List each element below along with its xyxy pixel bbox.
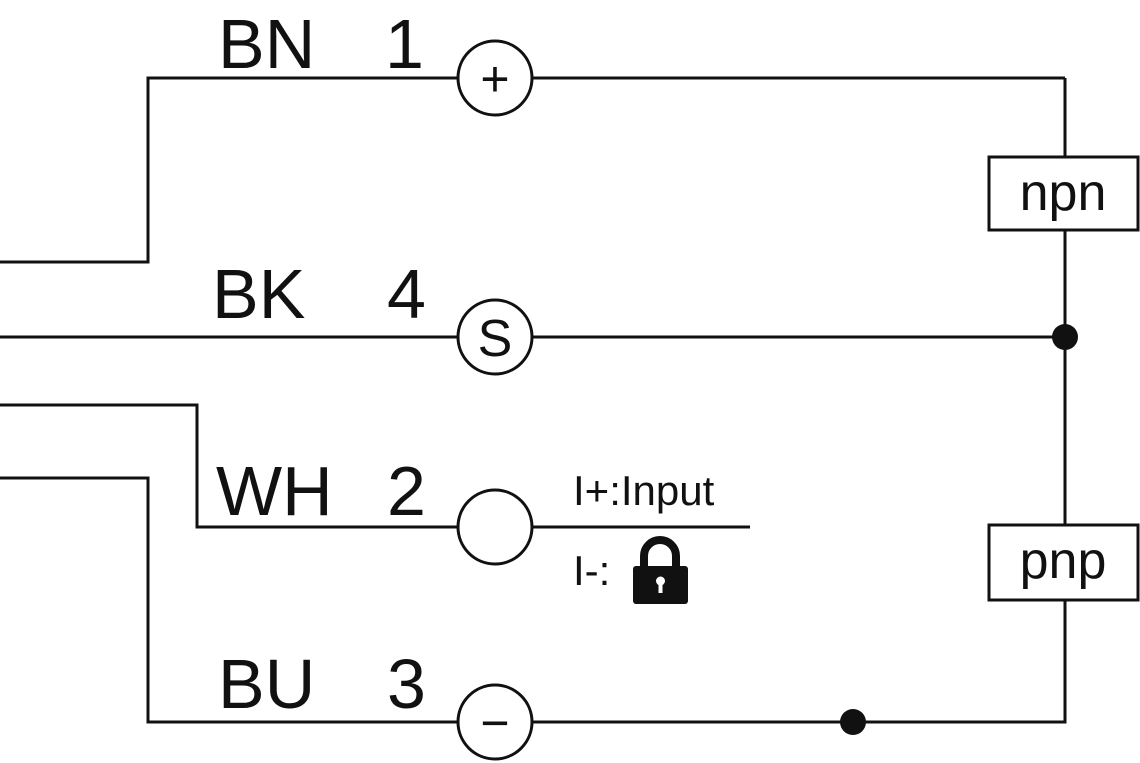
pin-4-color: BK [212, 255, 305, 333]
pin-2-terminal [456, 488, 534, 566]
junction-dot [1052, 324, 1078, 350]
npn-box: npn [987, 155, 1140, 232]
pin-3-number: 3 [387, 645, 426, 723]
pin-1-color: BN [218, 5, 315, 83]
pnp-box: pnp [987, 523, 1140, 602]
pin-4-terminal: S [456, 298, 534, 376]
pin-1-number: 1 [385, 5, 424, 83]
pnp-label: pnp [1020, 532, 1107, 590]
input-note: I+:Input [573, 467, 715, 514]
wire-bn [0, 76, 458, 264]
lock-note: I-: [573, 547, 610, 594]
lock-icon [633, 536, 688, 604]
pin-2-number: 2 [387, 452, 426, 530]
junction-dot [840, 709, 866, 735]
pin-4-number: 4 [387, 255, 426, 333]
wire-bu [0, 476, 458, 724]
minus-symbol: − [480, 695, 509, 751]
s-symbol: S [478, 310, 513, 368]
npn-label: npn [1020, 164, 1107, 222]
pin-3-color: BU [218, 645, 315, 723]
pin-3-terminal: − [456, 683, 534, 761]
wire-wh [0, 403, 458, 529]
plus-symbol: + [480, 51, 509, 107]
pin-2-color: WH [216, 452, 333, 530]
wire-right-bottom [532, 600, 1067, 724]
pin-1-terminal: + [456, 39, 534, 117]
